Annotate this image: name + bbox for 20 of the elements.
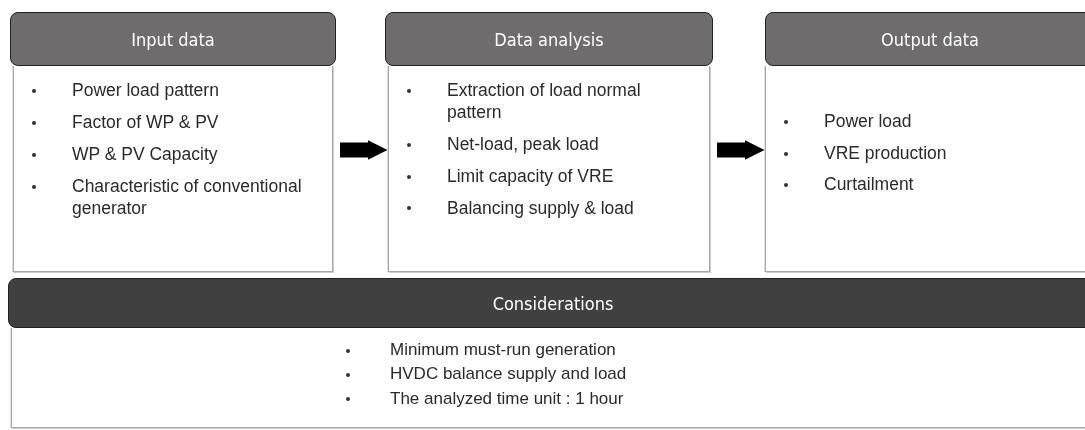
list-item: Curtailment xyxy=(824,174,914,197)
list-item: WP & PV Capacity xyxy=(72,143,218,166)
list-item: Net-load, peak load xyxy=(447,133,599,156)
list-item: Power load pattern xyxy=(72,80,219,102)
list-item: VRE production xyxy=(824,142,947,165)
list-item: The analyzed time unit : 1 hour xyxy=(390,388,624,409)
list-item: HVDC balance supply and load xyxy=(390,364,627,384)
list-item: Balancing supply & load xyxy=(447,197,634,220)
panel-header: Considerations xyxy=(8,278,1085,328)
list-item: Limit capacity of VRE xyxy=(447,165,614,188)
block-arrow xyxy=(717,140,765,160)
panel-header: Output data xyxy=(765,12,1085,66)
panel-header: Input data xyxy=(10,12,336,66)
panel-header: Data analysis xyxy=(385,12,713,66)
list-item: Minimum must-run generation xyxy=(390,340,616,360)
list-item: Characteristic of conventional generator xyxy=(72,175,303,220)
list-item: Power load xyxy=(824,110,912,133)
block-arrow xyxy=(340,140,388,160)
list-item: Extraction of load normal pattern xyxy=(447,80,642,124)
list-item: Factor of WP & PV xyxy=(72,111,219,134)
